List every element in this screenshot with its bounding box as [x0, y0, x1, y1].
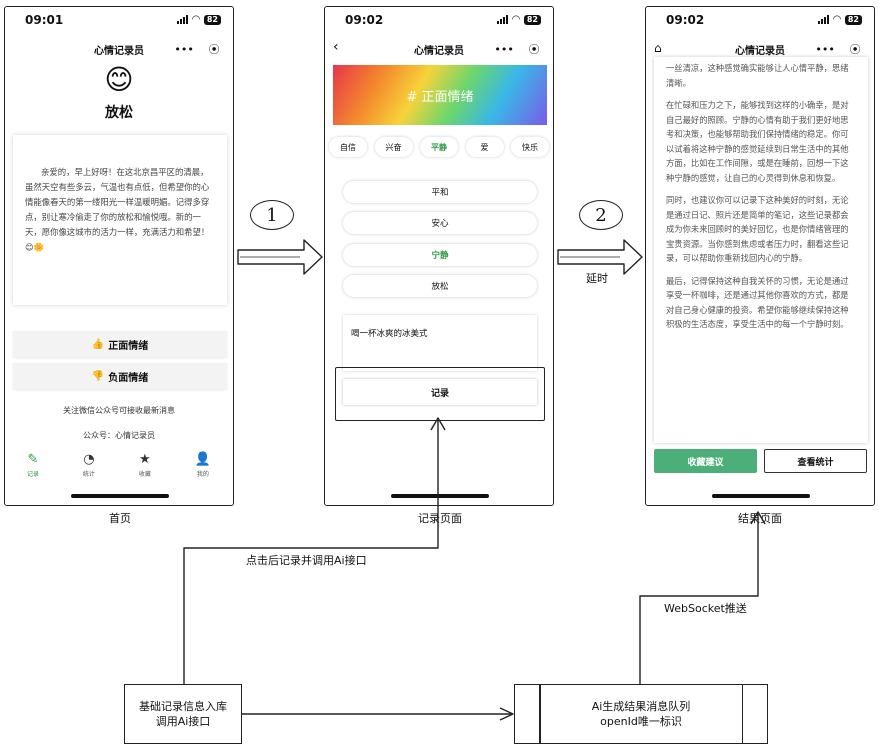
status-time: 09:01	[25, 13, 64, 27]
thumbs-down-icon: 👎	[91, 370, 105, 382]
label-record-page: 记录页面	[418, 512, 462, 525]
negative-emotion-button[interactable]: 👎 负面情绪	[13, 363, 227, 389]
status-bar: 09:02 ◠ 82	[325, 13, 553, 29]
line-queue-to-result	[639, 514, 759, 684]
status-bar: 09:02 ◠ 82	[646, 13, 874, 29]
home-indicator	[71, 494, 169, 498]
arrowhead-right-queue	[499, 707, 514, 721]
home-icon[interactable]: ⌂	[654, 41, 662, 55]
user-icon: 👤	[194, 452, 212, 467]
follow-notice: 关注微信公众号可接收最新消息	[63, 406, 175, 415]
mood-title: 放松	[105, 105, 133, 121]
more-icon[interactable]: •••	[815, 42, 835, 56]
status-time: 09:02	[666, 13, 705, 27]
wifi-icon: ◠	[192, 14, 200, 25]
account-name: 公众号：心情记录员	[83, 431, 155, 440]
arrow-home-to-record	[237, 239, 323, 275]
star-icon: ★	[139, 452, 151, 467]
tab-bar: ✎记录 ◔统计 ★收藏 👤我的	[5, 453, 233, 485]
home-indicator	[391, 494, 489, 498]
close-circle-icon[interactable]: ⦿	[849, 43, 861, 56]
home-indicator	[712, 494, 810, 498]
ai-queue-box: Ai生成结果消息队列 openId唯一标识	[514, 684, 768, 744]
status-bar: 09:01 ◠ 82	[5, 13, 233, 29]
battery-icon: 82	[844, 14, 862, 25]
greeting-card: 亲爱的，早上好呀！在这北京昌平区的清晨，虽然天空有些多云，气温也有点低，但希望你…	[13, 135, 227, 305]
result-phone: 09:02 ◠ 82 ⌂ 心情记录员 ••• ⦿ 一丝清凉，这种感觉确实能够让人…	[645, 6, 875, 506]
pie-chart-icon: ◔	[83, 452, 95, 467]
tab-profile[interactable]: 👤我的	[194, 452, 212, 479]
label-delay: 延时	[586, 272, 608, 285]
view-stats-button[interactable]: 查看统计	[764, 449, 867, 473]
line-record-to-store	[183, 420, 439, 684]
back-icon[interactable]: ‹	[333, 39, 339, 55]
edit-icon: ✎	[27, 452, 39, 467]
signal-icon	[497, 15, 509, 24]
chip-confident[interactable]: 自信	[329, 137, 367, 157]
save-suggestion-button[interactable]: 收藏建议	[654, 449, 757, 473]
more-icon[interactable]: •••	[174, 42, 194, 56]
page-title: 心情记录员	[735, 46, 785, 57]
battery-icon: 82	[523, 14, 541, 25]
arrowhead-up-result	[750, 511, 766, 525]
signal-icon	[177, 15, 189, 24]
step-1-marker: 1	[250, 200, 294, 230]
suggestion-card: 一丝清凉，这种感觉确实能够让人心情平静，思绪清晰。 在忙碌和压力之下，能够找到这…	[654, 57, 868, 443]
page-title: 心情记录员	[414, 46, 464, 57]
tab-stats[interactable]: ◔统计	[82, 452, 95, 479]
chip-love[interactable]: 爱	[465, 137, 504, 157]
suggestion-paragraph: 一丝清凉，这种感觉确实能够让人心情平静，思绪清晰。	[666, 63, 849, 88]
nav-bar: ‹ 心情记录员 ••• ⦿	[325, 37, 553, 61]
emotion-chips: 自信 兴奋 平静 爱 快乐	[329, 137, 549, 157]
mini-program-capsule[interactable]: ••• ⦿	[487, 39, 547, 59]
mini-program-capsule[interactable]: ••• ⦿	[808, 39, 868, 59]
label-click-record: 点击后记录并调用Ai接口	[246, 554, 367, 567]
option-relaxed[interactable]: 放松	[343, 275, 537, 297]
mini-program-capsule[interactable]: ••• ⦿	[167, 39, 227, 59]
more-icon[interactable]: •••	[494, 42, 514, 56]
wifi-icon: ◠	[512, 14, 520, 25]
label-result-page: 结果页面	[738, 512, 782, 525]
record-phone: 09:02 ◠ 82 ‹ 心情记录员 ••• ⦿ # 正面情绪 自信 兴奋 平静…	[324, 6, 554, 506]
tab-record[interactable]: ✎记录	[26, 452, 39, 479]
nav-bar: ⌂ 心情记录员 ••• ⦿	[646, 37, 874, 61]
arrow-record-to-result	[557, 239, 643, 275]
option-secure[interactable]: 安心	[343, 212, 537, 234]
chip-calm[interactable]: 平静	[420, 137, 458, 157]
status-time: 09:02	[345, 13, 384, 27]
memo-input[interactable]: 喝一杯冰爽的冰美式	[343, 315, 537, 371]
chip-excited[interactable]: 兴奋	[374, 137, 413, 157]
close-circle-icon[interactable]: ⦿	[528, 43, 540, 56]
home-phone: 09:01 ◠ 82 心情记录员 ••• ⦿ 😊 放松 亲爱的，早上好呀！在这北…	[4, 6, 234, 506]
tab-favorites[interactable]: ★收藏	[138, 452, 151, 479]
mood-emoji: 😊	[104, 63, 134, 96]
arrowhead-up-record	[430, 417, 446, 431]
nav-bar: 心情记录员 ••• ⦿	[5, 37, 233, 61]
option-serene[interactable]: 宁静	[343, 244, 537, 266]
option-peaceful[interactable]: 平和	[343, 181, 537, 203]
wifi-icon: ◠	[833, 14, 841, 25]
emotion-banner: # 正面情绪	[333, 65, 547, 125]
page-title: 心情记录员	[94, 46, 144, 57]
record-button[interactable]: 记录	[343, 379, 537, 405]
thumbs-up-icon: 👍	[91, 338, 105, 350]
close-circle-icon[interactable]: ⦿	[208, 43, 220, 56]
signal-icon	[818, 15, 830, 24]
battery-icon: 82	[203, 14, 221, 25]
store-record-box: 基础记录信息入库 调用Ai接口	[124, 684, 242, 744]
step-2-marker: 2	[579, 200, 623, 230]
suggestion-paragraph: 同时，也建议你可以记录下这种美好的时刻，无论是通过日记、照片还是简单的笔记，这些…	[666, 195, 849, 263]
suggestion-paragraph: 在忙碌和压力之下，能够找到这样的小确幸，是对自己最好的照顾。宁静的心情有助于我们…	[666, 100, 849, 183]
label-websocket: WebSocket推送	[664, 602, 747, 615]
label-home: 首页	[109, 512, 131, 525]
positive-emotion-button[interactable]: 👍 正面情绪	[13, 331, 227, 357]
suggestion-paragraph: 最后，记得保持这种自我关怀的习惯，无论是通过享受一杯咖啡，还是通过其他你喜欢的方…	[666, 275, 849, 330]
chip-happy[interactable]: 快乐	[511, 137, 549, 157]
